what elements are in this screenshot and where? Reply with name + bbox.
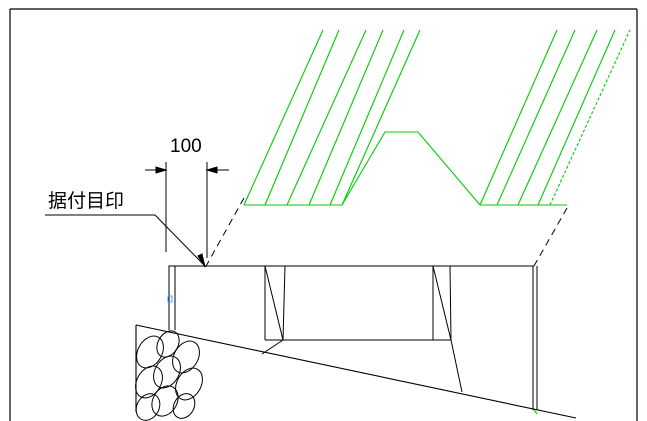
installation-mark-callout — [45, 214, 206, 268]
projection-lines — [204, 197, 568, 269]
dimension-label: 100 — [170, 136, 202, 157]
stone-fill — [135, 330, 203, 421]
sloped-ground — [135, 324, 577, 419]
callout-label: 据付目印 — [48, 190, 124, 212]
concrete-block — [167, 265, 538, 410]
sheet-pile-section — [243, 29, 631, 206]
dimension-100 — [145, 162, 229, 258]
drawing-frame — [9, 8, 638, 421]
